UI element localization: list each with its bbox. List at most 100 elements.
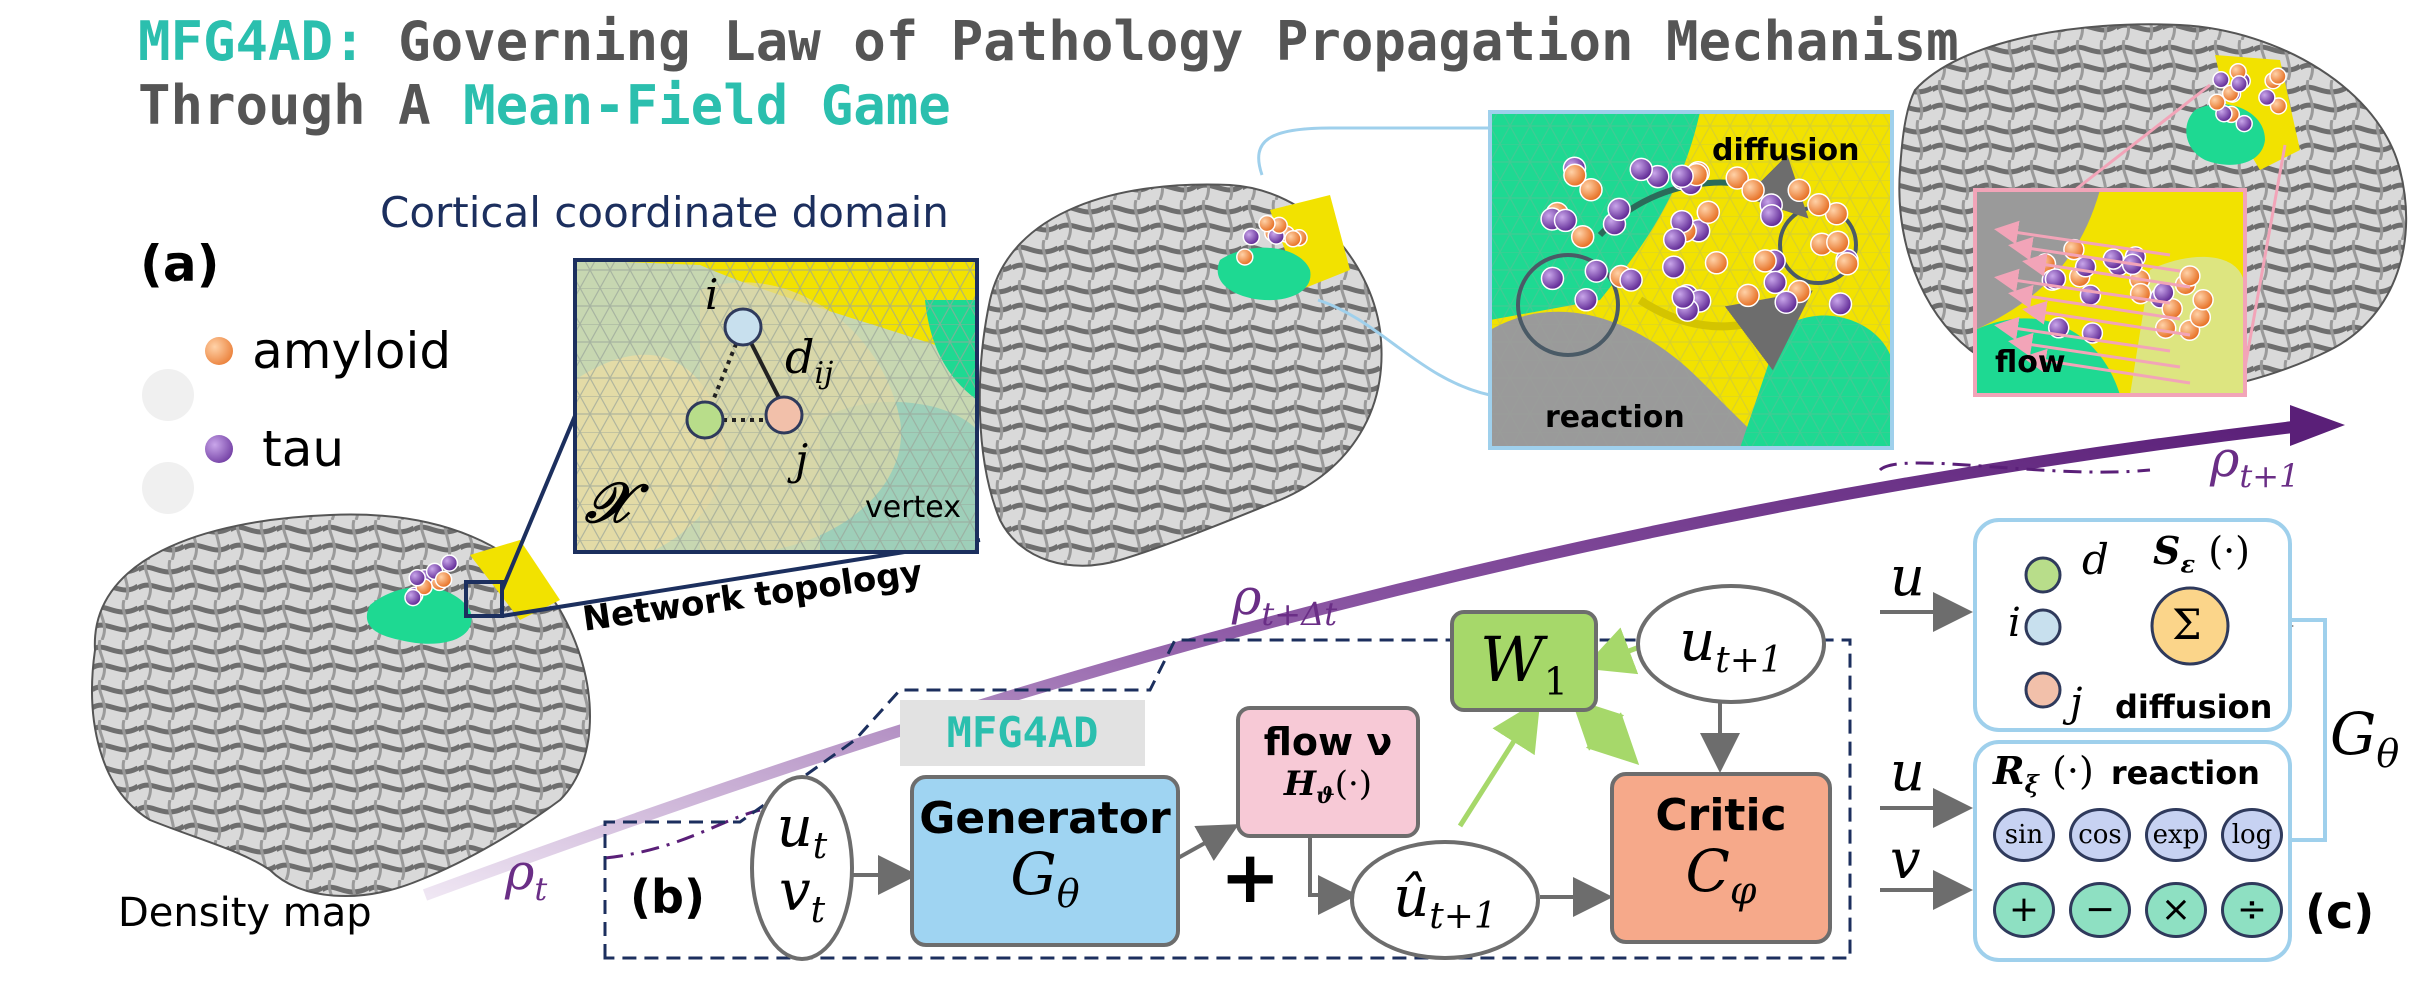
inset-edge-sub: ij [814,356,834,392]
flow-arrow-5 [2022,300,2191,337]
u-hat-sub: t+1 [1429,896,1497,938]
u-hat-ellipse: ût+1 [1350,840,1540,960]
particle-1-5 [1236,248,1254,266]
particle-2-46 [1835,252,1859,276]
particle-2-0 [1661,255,1686,279]
amyloid-marker-icon [205,337,233,365]
particle-0-6 [434,570,453,589]
density-trajectory-arrow [422,419,2311,901]
flow-inset-label: flow [1995,345,2066,380]
inset-node-i: i [705,270,719,319]
particle-2-23 [1607,197,1631,222]
function-chip-cos: cos [2069,808,2131,862]
input-u-sub: t [812,826,828,868]
flow-arrow-6 [1994,316,2171,353]
generator-symbol-sub: θ [1056,871,1080,916]
reaction-op-base: R [1993,748,2025,793]
input-u-base: u [776,795,813,860]
particle-2-6 [1828,292,1853,316]
critic-symbol-base: C [1685,837,1730,905]
plus-sign: + [1220,835,1281,919]
flow-arrow-4 [2008,284,2181,321]
particle-4-15 [2154,317,2177,339]
input-v-base: v [778,859,811,925]
rho-tdt-label: ρt+Δt [1232,568,1337,633]
panel-b-label: (b) [630,870,705,924]
particle-4-10 [2079,284,2102,306]
reaction-input-u: u [1890,740,1925,803]
title-line2-start: Through A [138,74,464,137]
particle-2-43 [1763,270,1787,295]
particle-2-25 [1725,166,1749,190]
particle-2-38 [1662,227,1687,252]
reaction-op-arg: (·) [2052,749,2094,793]
diagram-title: MFG4AD: Governing Law of Pathology Propa… [138,10,1959,138]
flow-box: flow ν Hϑ(·) [1236,706,1420,838]
title-line-1: MFG4AD: Governing Law of Pathology Propa… [138,10,1959,74]
particle-2-48 [1696,200,1721,224]
particle-2-47 [1741,178,1765,203]
particle-2-15 [1807,192,1831,217]
particle-4-9 [2192,289,2214,311]
particle-4-17 [2179,265,2201,287]
g-theta-label: Gθ [2330,700,2399,776]
particle-2-39 [1774,290,1798,314]
w1-base: W [1480,623,1544,696]
w1-box: W1 [1450,610,1598,712]
reaction-caption: reaction [2110,754,2260,792]
particle-0-7 [404,588,422,607]
tau-legend-item: tau [205,420,344,478]
particle-2-28 [1759,203,1784,228]
rho-t-sub: t [534,870,548,908]
flow-arrow-3 [1994,268,2171,305]
flow-symbol-base: H [1283,764,1317,804]
tau-label: tau [262,420,345,478]
diffusion-input-u: u [1890,545,1925,608]
particle-1-0 [1242,228,1261,246]
generator-symbol-base: G [1010,840,1057,908]
rho-t1-label: ρt+1 [2210,430,2299,495]
input-ellipse-ut-vt: ut vt [750,775,854,961]
particle-2-35 [1574,288,1598,312]
generator-box: Generator Gθ [910,775,1180,947]
flow-arrow-1 [2008,236,2181,273]
particle-2-41 [1670,164,1694,189]
inset-edge-dij: dij [785,330,833,391]
rho-tdt-sub: t+Δt [1261,595,1338,633]
critic-box: Critic Cφ [1610,772,1832,944]
particle-2-29 [1753,249,1777,273]
particle-3-8 [2258,88,2276,107]
u-next-sub: t+1 [1715,640,1783,682]
title-line1-rest: Governing Law of Pathology Propagation M… [365,10,1959,73]
inset-node-j: j [795,435,809,484]
vertex-label: vertex [865,490,961,525]
flow-symbol: Hϑ(·) [1240,764,1416,809]
diffusion-inset-label: diffusion [1712,133,1860,168]
particle-1-9 [1258,214,1276,233]
particle-2-27 [1540,266,1565,291]
function-chip-log: log [2221,808,2283,862]
u-next-ellipse: ut+1 [1636,584,1826,704]
cortical-domain-caption: Cortical coordinate domain [380,188,949,237]
operator-chip-divide: ÷ [2221,882,2283,938]
particle-4-2 [2189,306,2212,328]
amyloid-legend-item: amyloid [205,322,451,380]
flow-arrow-8 [2022,348,2191,385]
operator-chip-add: + [1993,882,2055,938]
particle-2-45 [1553,208,1578,233]
flow-symbol-sub: ϑ [1316,782,1335,809]
function-chip-exp: exp [2145,808,2207,862]
diffusion-node-i: i [2008,600,2021,646]
particle-3-13 [2230,75,2248,93]
critic-title: Critic [1655,790,1787,841]
flow-title: flow ν [1263,720,1393,764]
generator-symbol: Gθ [914,840,1176,916]
particle-2-49 [1826,230,1850,254]
diffusion-node-j: j [2070,680,2083,726]
particle-3-12 [2208,93,2226,111]
sum-symbol: Σ [2172,600,2202,649]
operator-chips-row: + − × ÷ [1993,882,2283,938]
flow-arrow-0 [1994,220,2171,257]
